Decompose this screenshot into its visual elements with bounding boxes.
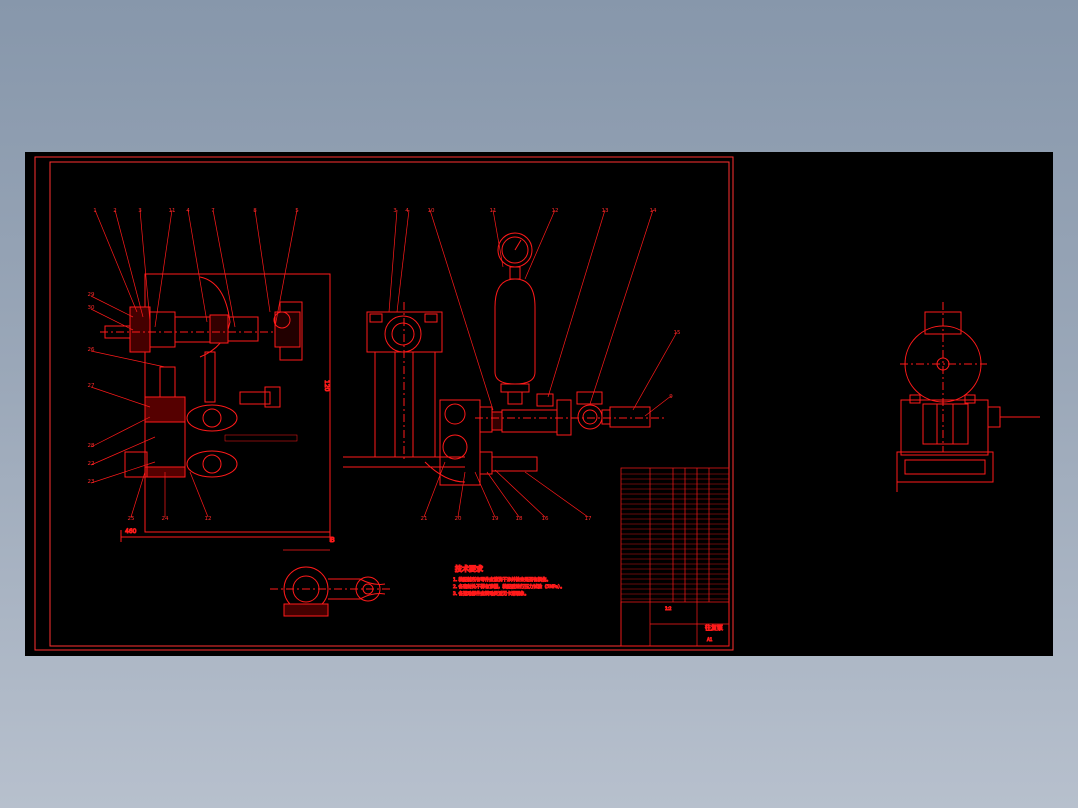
balloon-top-left: 5 <box>295 208 299 214</box>
balloon-top-right: 14 <box>650 208 657 214</box>
bearing-housing <box>343 209 494 468</box>
balloon-top-left: 2 <box>113 208 117 214</box>
leader-lines-left <box>90 209 298 518</box>
balloon-bottom-right: 21 <box>421 516 428 522</box>
balloon-top-right: 13 <box>602 208 609 214</box>
balloon-right: 15 <box>674 330 681 336</box>
balloon-top-left: 11 <box>169 208 176 214</box>
title-block-scale: 1:2 <box>665 606 672 611</box>
balloon-left: 22 <box>88 461 95 467</box>
balloon-top-right: 12 <box>552 208 559 214</box>
balloon-left: 26 <box>88 347 95 353</box>
balloon-top-left: 1 <box>93 208 97 214</box>
balloon-bottom-right: 20 <box>455 516 462 522</box>
balloon-top-right: 3 <box>393 208 397 214</box>
balloon-top-right: 4 <box>405 208 409 214</box>
balloon-bottom-right: 19 <box>492 516 499 522</box>
balloon-top-left: 3 <box>138 208 142 214</box>
dimension-side: 120 <box>323 380 330 392</box>
parts-list-table <box>620 467 730 647</box>
tech-req-title: 技术要求 <box>455 564 484 573</box>
accumulator <box>494 278 536 405</box>
balloon-top-left: 7 <box>211 208 215 214</box>
tech-req-line-2: 2. 各密封处不得有渗漏，装配后进行压力试验（5MPa）。 <box>453 583 565 590</box>
balloon-left: 23 <box>88 479 95 485</box>
balloon-bottom-right: 16 <box>542 516 549 522</box>
balloon-bottom-right: 18 <box>516 516 523 522</box>
balloon-top-left: 8 <box>253 208 257 214</box>
balloon-bottom-left: 12 <box>205 516 212 522</box>
parts-list-rows <box>621 473 729 600</box>
balloon-bottom-right: 17 <box>585 516 592 522</box>
balloon-top-right: 11 <box>490 208 497 214</box>
balloon-left: 27 <box>88 383 95 389</box>
balloon-top-left: 4 <box>186 208 190 214</box>
balloon-top-right: 10 <box>428 208 435 214</box>
balloon-right: 9 <box>669 394 673 400</box>
balloon-left: 30 <box>88 305 95 311</box>
title-block-sheet: A1 <box>707 637 713 642</box>
tech-req-line-1: 1. 装配前所有零件应清洗干净并检查是否有损伤。 <box>453 576 551 583</box>
cad-drawing: 1231147853410111213142930262728222325241… <box>34 156 1040 651</box>
balloon-left: 28 <box>88 443 95 449</box>
connecting-rod-detail <box>270 549 390 617</box>
leader-lines-right <box>423 209 678 518</box>
side-view <box>896 302 1040 492</box>
dimension-bottom: 460 <box>125 528 137 535</box>
pump-body-assembly <box>100 273 331 542</box>
tech-req-line-3: 3. 各运动部件应转动灵活无卡滞现象。 <box>453 590 529 597</box>
valve-pipe-assembly <box>424 391 665 486</box>
sheet-outer-frame <box>34 156 734 651</box>
sheet-inner-frame <box>49 161 730 647</box>
balloon-bottom-left: 25 <box>128 516 135 522</box>
balloon-left: 29 <box>88 292 95 298</box>
title-block-name: 往复泵 <box>705 624 723 632</box>
section-label: B <box>330 536 335 544</box>
balloon-bottom-left: 24 <box>162 516 169 522</box>
pressure-gauge <box>497 232 533 280</box>
